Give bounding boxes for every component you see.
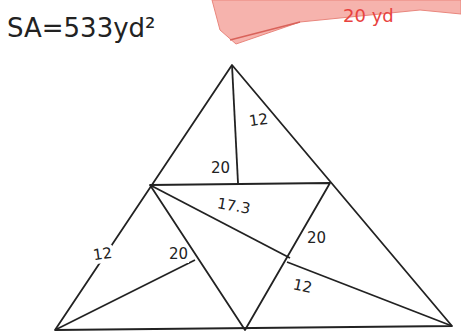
top-face-height <box>232 65 238 183</box>
dimension-label: 17.3 <box>215 195 253 217</box>
inner-triangle <box>150 183 330 330</box>
left-face-height <box>55 260 195 330</box>
dimension-label: 20 <box>168 246 189 263</box>
dimension-label: 12 <box>291 276 315 297</box>
dimension-label: 12 <box>91 245 114 264</box>
dimension-label: 20 yd <box>342 6 395 26</box>
pyramid-photo-fragment <box>212 0 461 44</box>
photo-edge <box>230 22 300 40</box>
dimension-label: 20 <box>306 230 327 247</box>
surface-area-note: SA=533yd² <box>6 14 157 43</box>
dimension-label: 12 <box>247 111 270 130</box>
outer-triangle <box>55 65 452 330</box>
right-face-height <box>287 262 452 326</box>
dimension-label: 20 <box>210 160 231 177</box>
